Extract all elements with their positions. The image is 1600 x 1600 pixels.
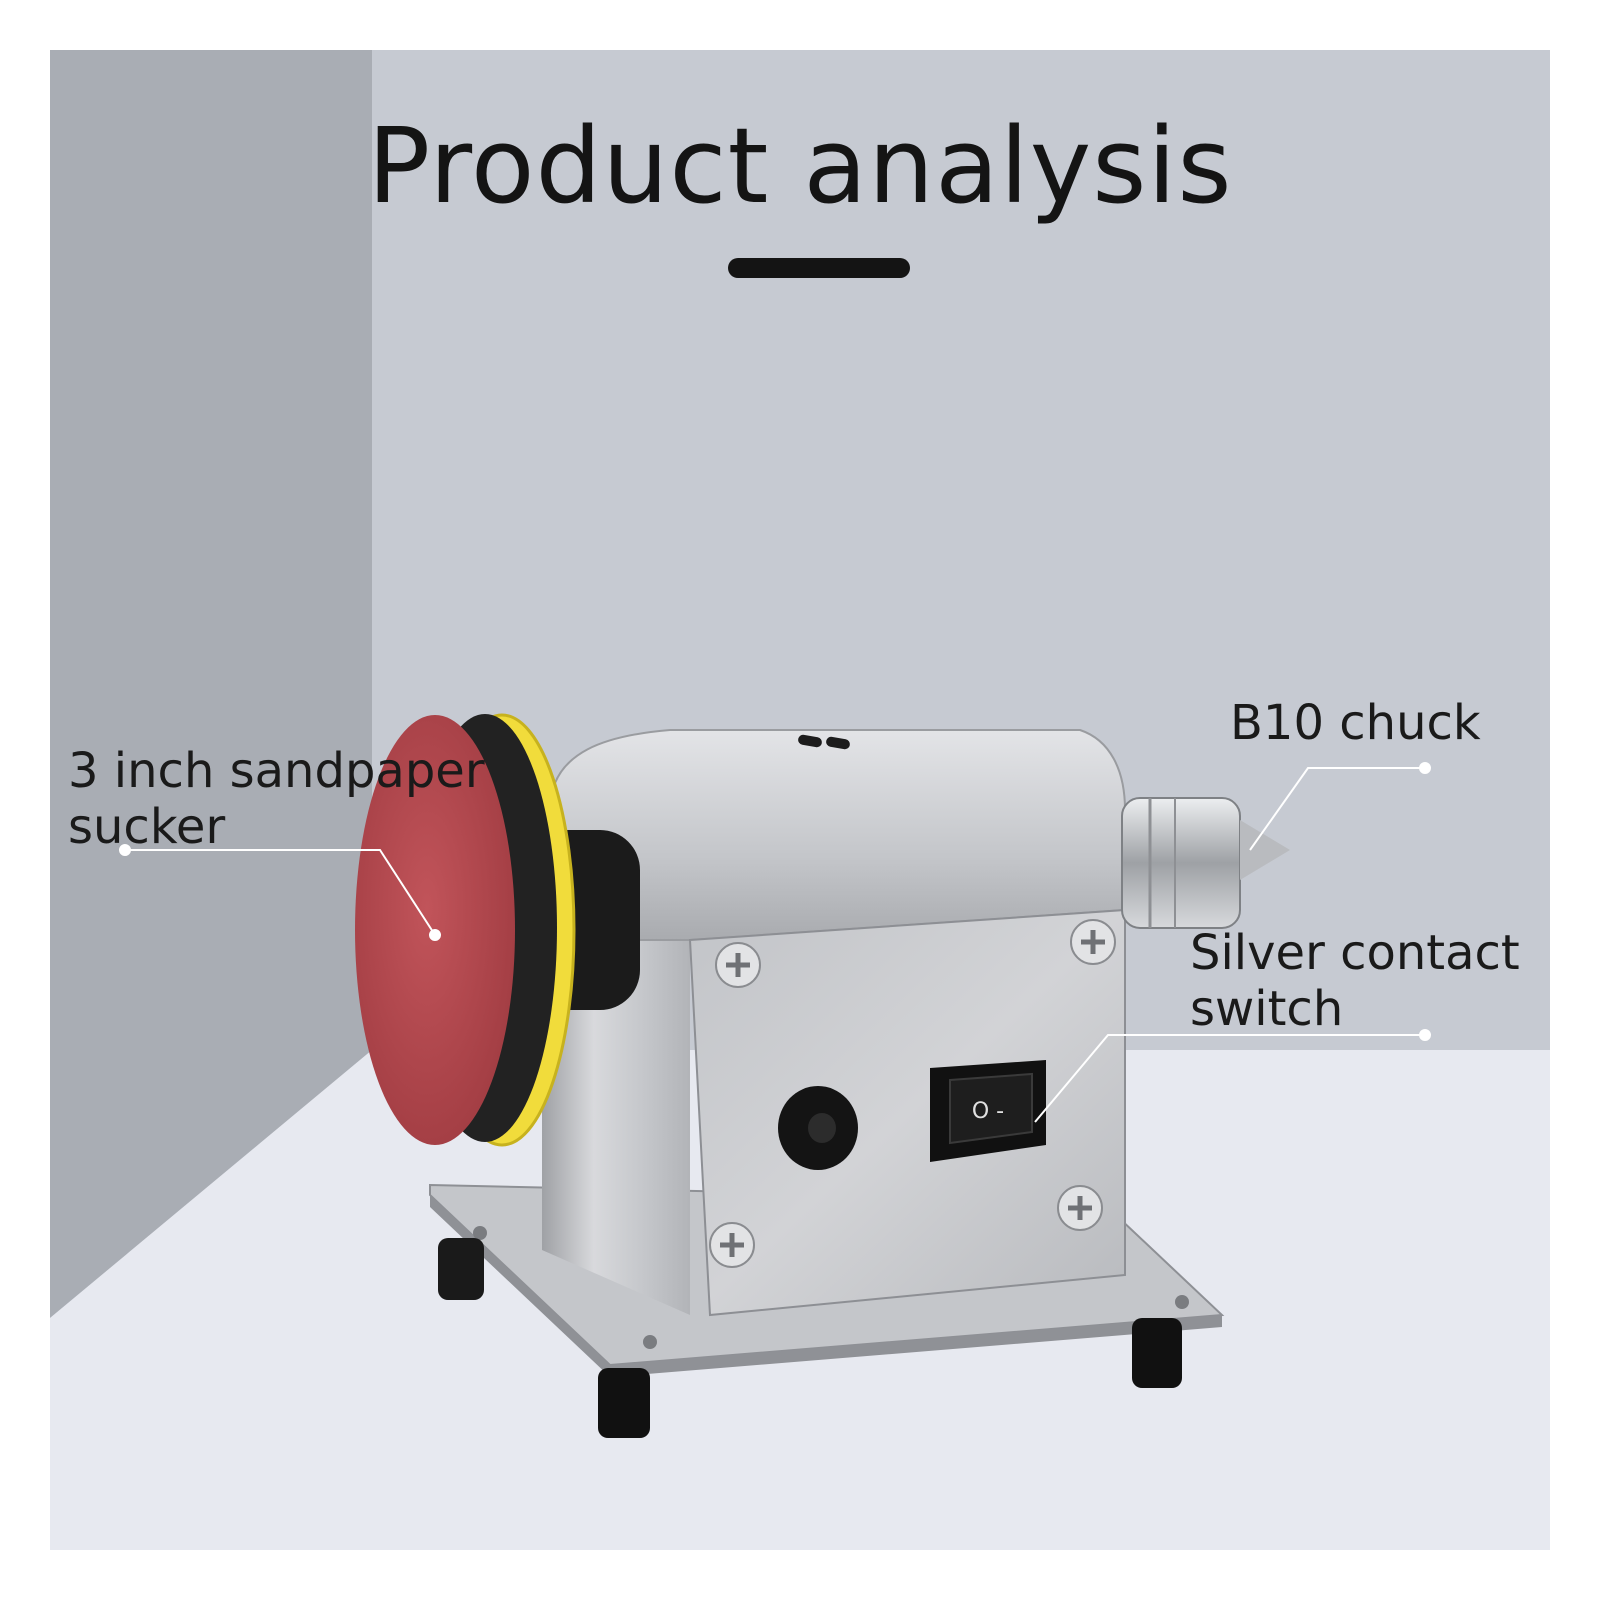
switch-marks: O - [972,1099,1004,1124]
callout-label-sandpaper: 3 inch sandpaper sucker [68,743,485,855]
base-plate-edge [430,1195,1222,1377]
b10-chuck [1121,797,1290,929]
panel-screw [1070,919,1116,965]
left-wall [50,50,372,1318]
callout-switch [1034,1029,1431,1123]
callout-text-line: Silver contact [1190,925,1520,981]
callout-text-line: switch [1190,981,1344,1037]
callout-label-switch: Silver contact switch [1190,925,1520,1037]
callout-label-chuck: B10 chuck [1230,695,1481,751]
rocker-switch: O - [930,1060,1046,1162]
panel-screw [1057,1185,1103,1231]
base-screw [1175,1295,1189,1309]
callout-text-line: B10 chuck [1230,695,1481,751]
panel-screw [709,1222,755,1268]
product-illustration: O - [50,50,1550,1550]
callout-chuck [1249,762,1431,851]
motor-hood [549,729,1126,941]
vent-slot [826,736,850,750]
product-image-frame: O - Product analysis [50,50,1550,1550]
callout-sandpaper [119,844,441,941]
vent-slot [798,734,822,748]
title-underline [728,258,910,278]
panel-screw [715,942,761,988]
dc-power-jack [778,1086,858,1170]
rubber-foot [598,1368,650,1438]
page-title: Product analysis [367,105,1233,227]
callout-text-line: sucker [68,799,226,855]
rubber-foot [438,1238,484,1300]
callout-text-line: 3 inch sandpaper [68,743,485,799]
base-screw [473,1226,487,1240]
front-panel [688,908,1126,1317]
rubber-foot [1132,1318,1182,1388]
base-screw [643,1335,657,1349]
